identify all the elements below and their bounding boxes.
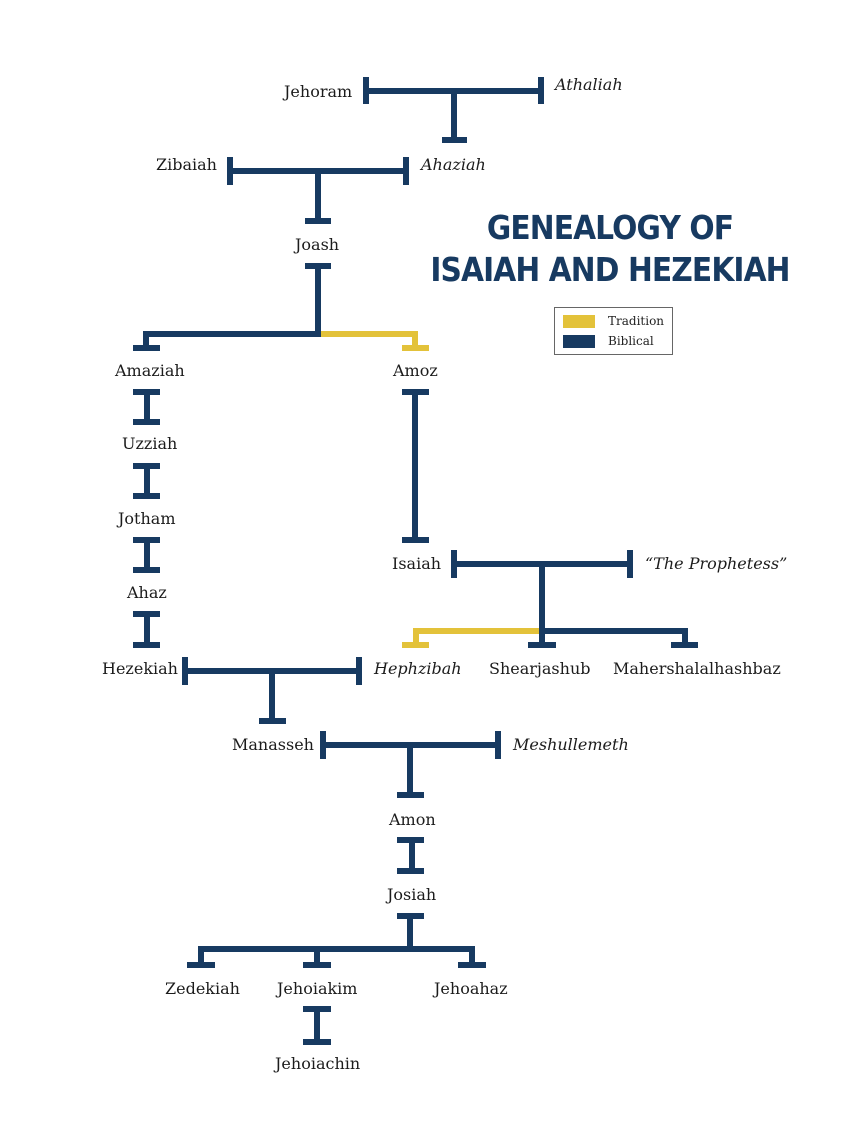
person-prophetess: “The Prophetess” — [645, 554, 788, 573]
person-isaiah: Isaiah — [392, 554, 442, 573]
legend-label: Tradition — [608, 314, 665, 328]
legend-item-tradition: Tradition — [563, 314, 664, 328]
person-uzziah: Uzziah — [122, 434, 178, 453]
person-zedekiah: Zedekiah — [165, 979, 240, 998]
person-jehoiakim: Jehoiakim — [277, 979, 358, 998]
biblical-swatch-icon — [563, 334, 595, 348]
person-ahaz: Ahaz — [127, 583, 167, 602]
person-manasseh: Manasseh — [232, 735, 314, 754]
tradition-swatch-icon — [563, 314, 595, 328]
person-amoz: Amoz — [393, 361, 438, 380]
person-amon: Amon — [389, 810, 436, 829]
diagram-title: GENEALOGY OF ISAIAH AND HEZEKIAH — [426, 207, 795, 291]
person-amaziah: Amaziah — [115, 361, 185, 380]
person-hephzibah: Hephzibah — [374, 659, 462, 678]
person-athaliah: Athaliah — [555, 75, 623, 94]
person-mahershalalhashbaz: Mahershalalhashbaz — [613, 659, 781, 678]
title-line-1: GENEALOGY OF — [486, 208, 734, 247]
person-joash: Joash — [295, 235, 340, 254]
person-jotham: Jotham — [118, 509, 176, 528]
legend-item-biblical: Biblical — [563, 334, 654, 348]
person-zibaiah: Zibaiah — [156, 155, 217, 174]
legend: Tradition Biblical — [554, 307, 673, 355]
title-line-2: ISAIAH AND HEZEKIAH — [430, 250, 790, 289]
person-jehoram: Jehoram — [284, 82, 353, 101]
legend-label: Biblical — [608, 334, 654, 348]
person-hezekiah: Hezekiah — [102, 659, 178, 678]
person-jehoiachin: Jehoiachin — [275, 1054, 361, 1073]
person-josiah: Josiah — [387, 885, 437, 904]
person-jehoahaz: Jehoahaz — [434, 979, 508, 998]
person-meshullemeth: Meshullemeth — [513, 735, 629, 754]
person-ahaziah: Ahaziah — [421, 155, 486, 174]
person-shearjashub: Shearjashub — [489, 659, 591, 678]
